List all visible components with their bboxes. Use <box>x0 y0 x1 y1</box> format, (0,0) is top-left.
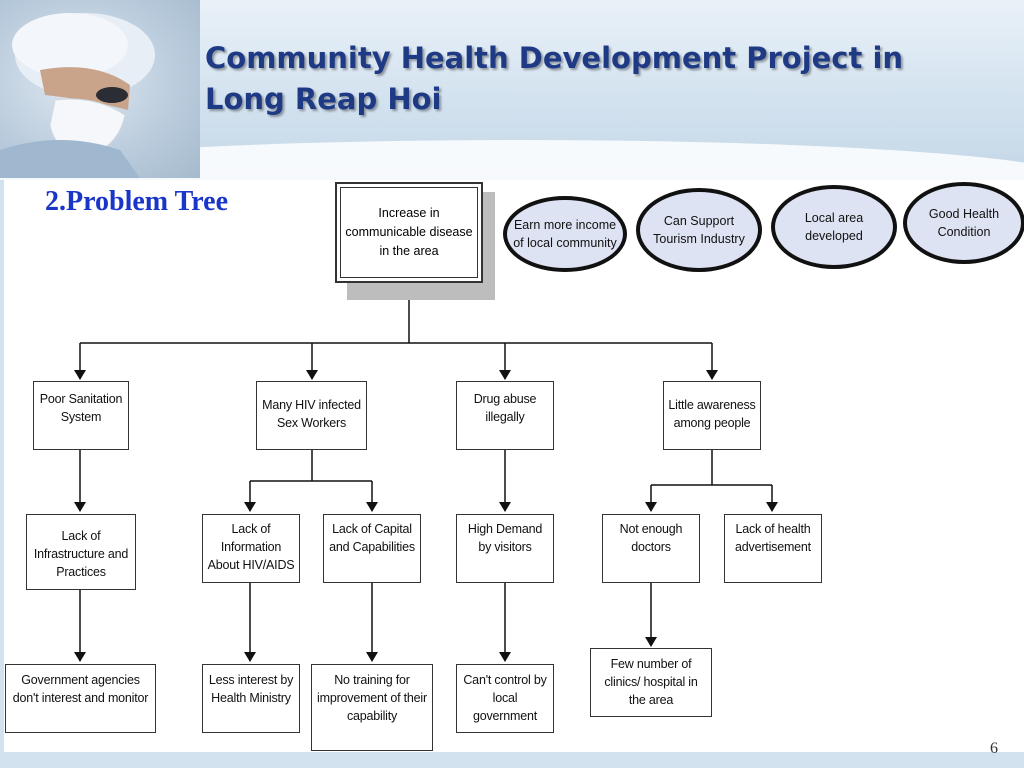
effect-good-health: Good Health Condition <box>903 182 1024 264</box>
effect-income: Earn more income of local community <box>503 196 627 272</box>
subcause-health-advertisement: Lack of health advertisement <box>724 514 822 583</box>
root-cause-local-government: Can't control by local government <box>456 664 554 733</box>
cause-hiv-sex-workers: Many HIV infected Sex Workers <box>256 381 367 450</box>
subcause-hiv-information: Lack of Information About HIV/AIDS <box>202 514 300 583</box>
subcause-infrastructure: Lack of Infrastructure and Practices <box>26 514 136 590</box>
cause-drug-abuse: Drug abuse illegally <box>456 381 554 450</box>
surgeon-photo <box>0 0 200 178</box>
left-rule <box>0 180 4 752</box>
root-cause-health-ministry: Less interest by Health Ministry <box>202 664 300 733</box>
subcause-not-enough-doctors: Not enough doctors <box>602 514 700 583</box>
effect-area-developed: Local area developed <box>771 185 897 269</box>
root-cause-no-training: No training for improvement of their cap… <box>311 664 433 751</box>
root-cause-few-clinics: Few number of clinics/ hospital in the a… <box>590 648 712 717</box>
slide-footer <box>0 752 1024 768</box>
cause-poor-sanitation: Poor Sanitation System <box>33 381 129 450</box>
effect-tourism: Can Support Tourism Industry <box>636 188 762 272</box>
section-heading: 2.Problem Tree <box>45 186 228 217</box>
root-problem-box: Increase in communicable disease in the … <box>335 182 483 283</box>
page-number: 6 <box>990 740 998 757</box>
slide-header: Community Health Development Project in … <box>0 0 1024 180</box>
root-problem-text: Increase in communicable disease in the … <box>340 187 478 278</box>
slide-title: Community Health Development Project in … <box>205 41 904 116</box>
cause-little-awareness: Little awareness among people <box>663 381 761 450</box>
subcause-high-demand: High Demand by visitors <box>456 514 554 583</box>
slide-content <box>4 180 1022 752</box>
subcause-capital: Lack of Capital and Capabilities <box>323 514 421 583</box>
root-cause-government: Government agencies don't interest and m… <box>5 664 156 733</box>
